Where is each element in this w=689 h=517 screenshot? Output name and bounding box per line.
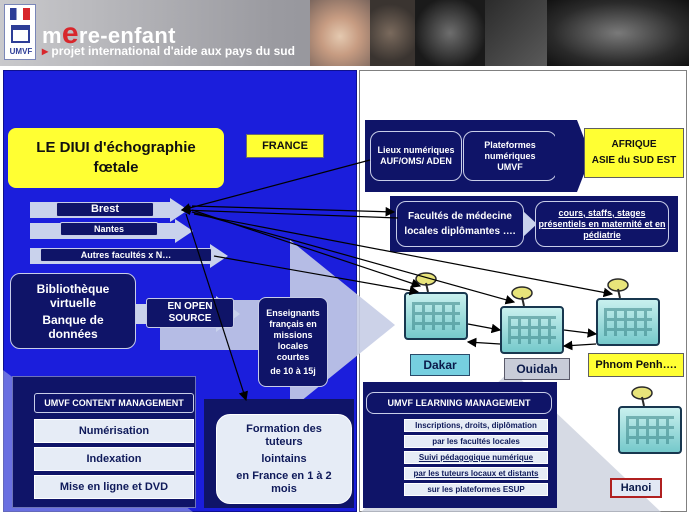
open-source-line-2: SOURCE — [168, 313, 212, 324]
umvf-logo: UMVF — [4, 4, 36, 60]
enseignants-box: Enseignants français en missions locales… — [258, 297, 328, 387]
plateformes-line-3: UMVF — [497, 161, 523, 172]
bibliotheque-line-4: données — [48, 326, 98, 341]
enseignants-line-5: courtes — [276, 351, 310, 362]
facultes-medecine-box: Facultés de médecine locales diplômantes… — [396, 201, 524, 247]
dakar-label: Dakar — [410, 354, 470, 376]
plateformes-numeriques-box: Plateformes numériques UMVF — [463, 131, 557, 181]
cours-line-2: présentiels en maternité et en — [538, 218, 666, 229]
family-photo — [370, 0, 415, 66]
cours-staffs-box: cours, staffs, stages présentiels en mat… — [535, 201, 669, 247]
building-hanoi-icon — [618, 406, 682, 454]
ultrasound-photo-1 — [415, 0, 485, 66]
content-management-title: UMVF CONTENT MANAGEMENT — [34, 393, 194, 413]
header-banner: UMVF mere-enfant ▸ projet international … — [0, 0, 689, 66]
formation-line-3: lointains — [261, 452, 307, 465]
facultes-line-1: Facultés de médecine — [408, 210, 512, 222]
french-flag-icon — [10, 8, 30, 20]
brest-box: Brest — [56, 202, 154, 217]
enseignants-line-3: missions — [273, 329, 313, 340]
learning-management-title: UMVF LEARNING MANAGEMENT — [366, 392, 552, 414]
subtitle-text: projet international d'aide aux pays du … — [51, 44, 295, 58]
formation-line-5: mois — [271, 482, 297, 495]
brand-e: e — [61, 17, 79, 50]
afrique-line-2: ASIE du SUD EST — [591, 155, 677, 166]
satellite-dish-icon — [511, 286, 533, 306]
cours-line-3: pédiatrie — [583, 229, 621, 240]
title-line-1: LE DIUI d'échographie — [36, 139, 196, 156]
satellite-dish-icon — [607, 278, 629, 298]
lieux-line-2: AUF/OMS/ ADEN — [380, 156, 452, 166]
open-source-line-1: EN OPEN — [167, 301, 213, 312]
enseignants-line-6: de 10 à 15j — [270, 365, 316, 376]
lm-item-3: Suivi pédagogique numérique — [404, 451, 548, 464]
learning-management-list: Inscriptions, droits, diplômation par le… — [404, 419, 548, 501]
autres-facultes-box: Autres facultés x N… — [40, 248, 212, 262]
enseignants-line-1: Enseignants — [266, 307, 320, 318]
diui-title-box: LE DIUI d'échographie fœtale — [8, 128, 224, 188]
lm-item-2: par les facultés locales — [404, 435, 548, 448]
building-dakar-icon — [404, 292, 468, 340]
formation-line-1: Formation des — [246, 422, 322, 435]
formation-tuteurs-box: Formation des tuteurs lointains en Franc… — [216, 414, 352, 504]
brand-suffix: re-enfant — [78, 23, 176, 48]
arrow-to-afrique — [555, 120, 591, 192]
facultes-line-2: locales diplômantes …. — [404, 225, 516, 237]
satellite-dish-icon — [631, 386, 653, 406]
plateformes-line-2: numériques — [484, 150, 536, 161]
enseignants-line-4: locales — [277, 340, 309, 351]
building-icon — [11, 25, 30, 43]
ultrasound-photo-3 — [547, 0, 689, 66]
formation-line-2: tuteurs — [265, 435, 303, 448]
lm-item-4: par les tuteurs locaux et distants — [404, 467, 548, 480]
lm-item-5: sur les plateformes ESUP — [404, 483, 548, 496]
cours-line-1: cours, staffs, stages — [558, 207, 646, 218]
enseignants-line-2: français en — [269, 318, 317, 329]
logo-text: UMVF — [9, 47, 33, 56]
phnom-penh-label: Phnom Penh…. — [588, 353, 684, 377]
subtitle-marker-icon: ▸ — [42, 44, 49, 58]
baby-photo — [310, 0, 370, 66]
afrique-line-1: AFRIQUE — [611, 139, 657, 150]
brand-prefix: m — [42, 23, 62, 48]
building-ouidah-icon — [500, 306, 564, 354]
lieux-numeriques-box: Lieux numériques AUF/OMS/ ADEN — [370, 131, 462, 181]
france-label: FRANCE — [246, 134, 324, 158]
banner-subtitle: ▸ projet international d'aide aux pays d… — [42, 44, 295, 58]
lieux-line-1: Lieux numériques — [377, 145, 455, 155]
hanoi-label: Hanoi — [610, 478, 662, 498]
afrique-asie-box: AFRIQUE ASIE du SUD EST — [584, 128, 684, 178]
mise-en-ligne-item: Mise en ligne et DVD — [34, 475, 194, 499]
open-source-box: EN OPEN SOURCE — [146, 298, 234, 328]
building-phnom-penh-icon — [596, 298, 660, 346]
indexation-item: Indexation — [34, 447, 194, 471]
nantes-box: Nantes — [60, 222, 158, 236]
satellite-dish-icon — [415, 272, 437, 292]
lm-item-1: Inscriptions, droits, diplômation — [404, 419, 548, 432]
bibliotheque-line-2: virtuelle — [49, 295, 96, 310]
formation-line-4: en France en 1 à 2 — [236, 469, 332, 482]
bibliotheque-line-3: Banque de — [42, 312, 104, 327]
brand-name: mere-enfant — [42, 17, 176, 51]
bibliotheque-line-1: Bibliothèque — [36, 281, 110, 296]
title-line-2: fœtale — [93, 159, 139, 176]
ultrasound-photo-2 — [485, 0, 547, 66]
plateformes-line-1: Plateformes — [484, 139, 536, 150]
ouidah-label: Ouidah — [504, 358, 570, 380]
numerisation-item: Numérisation — [34, 419, 194, 443]
bibliotheque-box: Bibliothèque virtuelle Banque de données — [10, 273, 136, 349]
